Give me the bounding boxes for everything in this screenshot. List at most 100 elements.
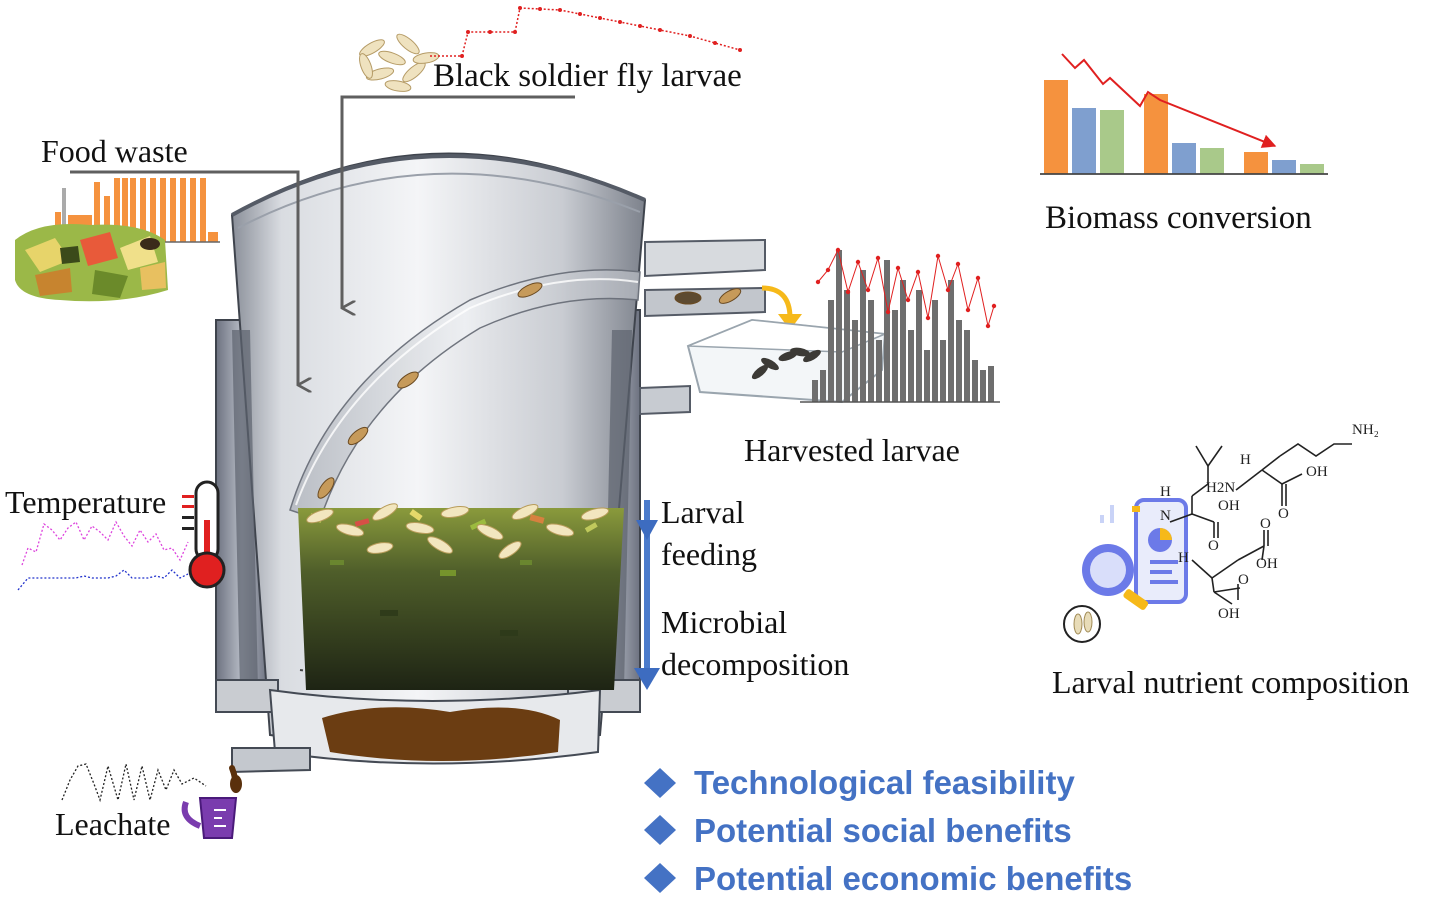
biomass-bar	[1144, 94, 1168, 174]
harvest-bar	[860, 270, 866, 402]
chem-oh-a: OH	[1306, 464, 1328, 480]
microbial-label-1: Microbial	[661, 604, 788, 640]
bsf-point	[738, 48, 742, 52]
biomass-bar	[1044, 80, 1068, 174]
harvest-point	[835, 247, 841, 253]
harvest-bar	[980, 370, 986, 402]
bsf-point	[558, 8, 562, 12]
harvest-red-line	[815, 247, 997, 329]
benefit-item-social: Potential social benefits	[694, 812, 1072, 849]
temperature-label: Temperature	[5, 484, 167, 520]
harvest-bar	[988, 366, 994, 402]
harvest-point	[955, 261, 961, 267]
chem-h-a: H	[1240, 452, 1251, 468]
biomass-bar	[1100, 110, 1124, 174]
harvest-point	[875, 255, 881, 261]
harvest-bar	[836, 250, 842, 402]
harvest-bar	[940, 340, 946, 402]
bsf-point	[466, 30, 470, 34]
harvest-bar	[924, 350, 930, 402]
bsf-point	[578, 12, 582, 16]
chem-o-a: O	[1278, 506, 1289, 522]
harvest-bar	[908, 330, 914, 402]
larval-feeding-label-2: feeding	[661, 536, 757, 572]
microbial-label-2: decomposition	[661, 646, 850, 682]
harvest-bar	[828, 300, 834, 402]
bsf-point	[618, 20, 622, 24]
food-waste-input-arrow	[70, 170, 298, 385]
bsf-point	[518, 6, 522, 10]
leachate-line	[61, 763, 207, 803]
biomass-bar	[1244, 152, 1268, 174]
biomass-conversion-label: Biomass conversion	[1045, 200, 1312, 236]
nutrient-composition-label: Larval nutrient composition	[1052, 664, 1410, 700]
harvest-point	[855, 259, 861, 265]
harvest-point	[845, 289, 851, 295]
harvest-point	[945, 287, 951, 293]
bsf-point	[688, 34, 692, 38]
harvest-bar	[900, 280, 906, 402]
harvest-point	[965, 307, 971, 313]
biomass-bar	[1072, 108, 1096, 174]
leachate-label: Leachate	[55, 806, 171, 842]
benefit-item-technological: Technological feasibility	[694, 764, 1075, 801]
bsf-larvae-label: Black soldier fly larvae	[433, 58, 742, 94]
harvest-bar	[932, 300, 938, 402]
bsf-point	[538, 7, 542, 11]
bsf-point	[598, 16, 602, 20]
harvest-bar	[812, 380, 818, 402]
harvest-point	[935, 253, 941, 259]
nutrient-analysis-icon	[1063, 498, 1188, 643]
biomass-bar	[1300, 164, 1324, 174]
benefit-diamonds	[644, 768, 676, 893]
bsf-point	[713, 41, 717, 45]
chem-o-d: O	[1238, 572, 1249, 588]
harvest-bar	[892, 310, 898, 402]
harvest-point	[815, 279, 821, 285]
biomass-bar	[1200, 148, 1224, 174]
harvest-point	[825, 267, 831, 273]
harvest-bar	[852, 320, 858, 402]
harvest-bar	[844, 290, 850, 402]
larvae-cluster	[306, 503, 610, 560]
substrate-layer	[298, 282, 742, 690]
process-arrow	[634, 500, 660, 690]
measuring-cup-icon	[181, 775, 242, 839]
chem-h-c: H	[1178, 550, 1189, 566]
benefit-item-economic: Potential economic benefits	[694, 860, 1133, 897]
chemical-structure	[1169, 443, 1352, 605]
harvest-bars	[812, 250, 994, 402]
larval-feeding-label-1: Larval	[661, 494, 745, 530]
harvest-tray-icon	[686, 318, 887, 404]
thermometer-icon	[182, 480, 226, 589]
chem-oh-c: OH	[1256, 556, 1278, 572]
harvest-point	[865, 287, 871, 293]
harvest-point	[975, 275, 981, 281]
biomass-chart	[1040, 53, 1328, 175]
harvest-point	[895, 265, 901, 271]
chem-o-b: O	[1208, 538, 1219, 554]
harvest-bar	[884, 260, 890, 402]
bsf-growth-points	[460, 6, 742, 58]
chem-h-b: H	[1160, 484, 1171, 500]
food-waste-pile-icon	[15, 224, 168, 302]
harvest-point	[915, 269, 921, 275]
bsf-point	[460, 54, 464, 58]
food-waste-label: Food waste	[41, 133, 188, 169]
harvest-bar	[820, 370, 826, 402]
harvest-point	[985, 323, 991, 329]
bsf-point	[638, 24, 642, 28]
bsf-point	[488, 30, 492, 34]
bsf-point	[658, 28, 662, 32]
chem-oh-d: OH	[1218, 606, 1240, 622]
biomass-bar	[1272, 160, 1296, 174]
bsf-growth-line	[430, 7, 741, 57]
harvest-bar	[972, 360, 978, 402]
chem-n: N	[1160, 508, 1171, 524]
harvest-point	[885, 309, 891, 315]
harvest-point	[905, 297, 911, 303]
chem-oh-b: OH	[1218, 498, 1240, 514]
biomass-bar	[1172, 143, 1196, 174]
chem-o-c: O	[1260, 516, 1271, 532]
